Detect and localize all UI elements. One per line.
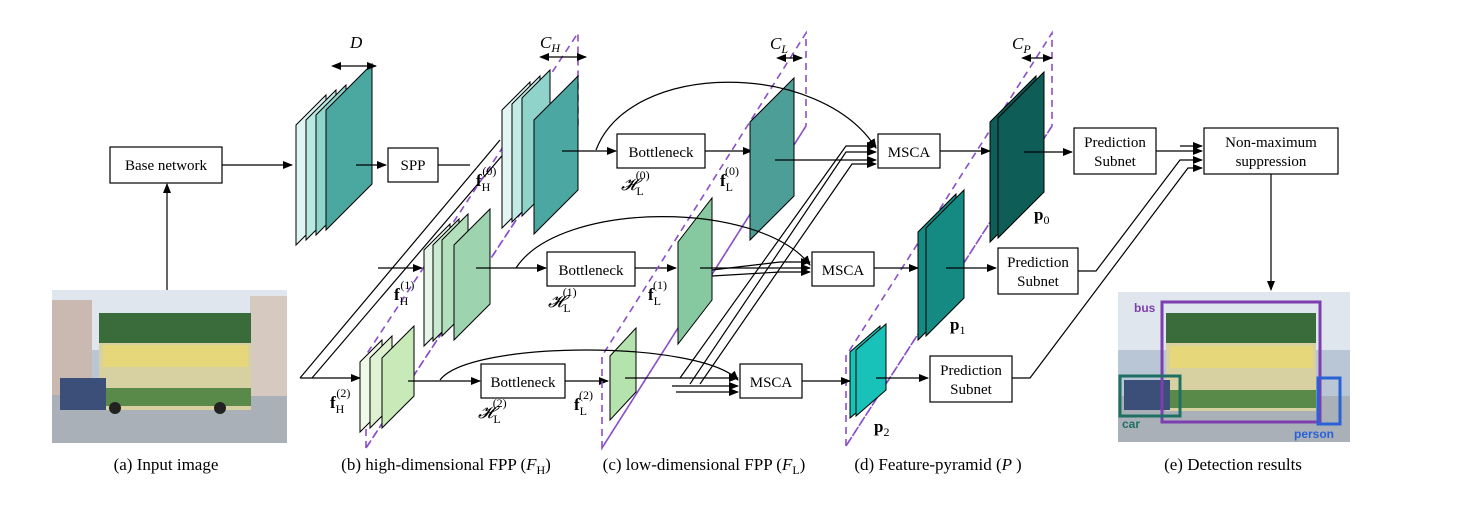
ch-label: CH (540, 33, 561, 55)
car-detection-label: car (1122, 417, 1140, 431)
fl0-label: fL(0) (720, 164, 739, 194)
prediction-subnet-1: Prediction Subnet (997, 247, 1079, 295)
p2-label: p2 (874, 417, 889, 439)
base-network-label: Base network (125, 158, 208, 174)
msca-box-0: MSCA (877, 133, 941, 169)
svg-text:Subnet: Subnet (950, 382, 993, 398)
hl2-label: 𝓗L(2) (478, 396, 507, 426)
bottleneck-box-0: Bottleneck (616, 133, 706, 169)
svg-text:Subnet: Subnet (1017, 274, 1060, 290)
bus-detection-box (1160, 300, 1322, 424)
fl0-map (749, 76, 795, 242)
svg-text:MSCA: MSCA (750, 375, 793, 391)
person-detection-box (1316, 376, 1342, 426)
fh1-label: fH(1) (394, 278, 414, 308)
cl-label: CL (770, 34, 788, 56)
fl2-map (609, 326, 637, 422)
p0-label: p0 (1034, 205, 1049, 227)
svg-text:Prediction: Prediction (1084, 135, 1146, 151)
caption-low-dim-fpp: (c) low-dimensional FPP (FL) (603, 455, 806, 477)
bottleneck-box-1: Bottleneck (546, 251, 636, 287)
spp-label: SPP (400, 158, 425, 174)
base-network-box: Base network (109, 146, 223, 184)
fl1-label: fL(1) (648, 278, 667, 308)
cp-label: CP (1012, 34, 1031, 56)
svg-text:Bottleneck: Bottleneck (629, 145, 694, 161)
fh1-stack (423, 207, 491, 348)
svg-text:Prediction: Prediction (1007, 255, 1069, 271)
input-image (52, 290, 287, 443)
svg-text:MSCA: MSCA (888, 145, 931, 161)
fl1-map (677, 196, 713, 346)
car-detection-box (1118, 374, 1182, 418)
svg-text:Prediction: Prediction (940, 363, 1002, 379)
fpp-l-plane (601, 30, 807, 451)
p1-stack (917, 188, 965, 342)
svg-text:Subnet: Subnet (1094, 154, 1137, 170)
hl0-label: 𝓗L(0) (621, 168, 650, 198)
p2-stack (849, 322, 887, 420)
msca-box-2: MSCA (739, 363, 803, 399)
p0-stack (989, 70, 1045, 244)
svg-text:suppression: suppression (1236, 154, 1307, 170)
fh0-stack (501, 68, 579, 236)
caption-detection-results: (e) Detection results (1164, 455, 1302, 474)
fh2-label: fH(2) (330, 386, 350, 416)
fl2-label: fL(2) (574, 388, 593, 418)
caption-feature-pyramid: (d) Feature-pyramid (P) (854, 455, 1021, 474)
svg-text:Bottleneck: Bottleneck (491, 375, 556, 391)
person-detection-label: person (1294, 427, 1334, 441)
bottleneck-box-2: Bottleneck (480, 363, 566, 399)
svg-text:Non-maximum: Non-maximum (1225, 135, 1317, 151)
msca-box-1: MSCA (811, 251, 875, 287)
bus-detection-label: bus (1134, 301, 1156, 315)
p1-label: p1 (950, 315, 965, 337)
prediction-subnet-0: Prediction Subnet (1073, 127, 1157, 175)
detection-results-image: bus car person (1118, 292, 1350, 442)
base-feature-stack (295, 62, 373, 247)
fh0-label: fH(0) (476, 164, 496, 194)
caption-high-dim-fpp: (b) high-dimensional FPP (FH) (341, 455, 551, 477)
svg-text:Bottleneck: Bottleneck (559, 263, 624, 279)
prediction-subnet-2: Prediction Subnet (929, 355, 1013, 403)
feature-pyramid-plane (845, 30, 1053, 449)
fh2-stack (359, 324, 415, 434)
caption-input-image: (a) Input image (114, 455, 219, 474)
svg-text:MSCA: MSCA (822, 263, 865, 279)
spp-box: SPP (387, 147, 439, 183)
nms-box: Non-maximum suppression (1203, 127, 1339, 175)
depth-label-d: D (349, 33, 363, 52)
hl1-label: 𝓗L(1) (548, 285, 577, 315)
